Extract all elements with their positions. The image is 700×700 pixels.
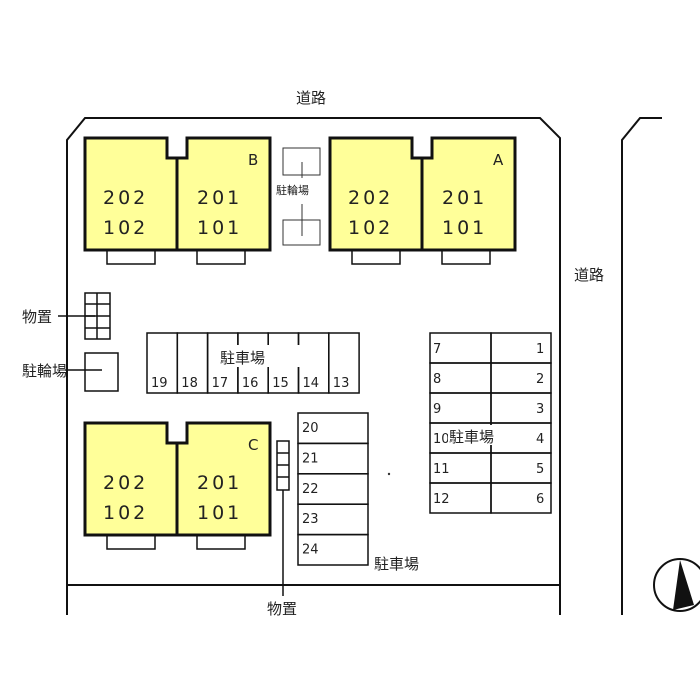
parking-space <box>328 332 360 394</box>
parking-space-number: 2 <box>536 372 544 387</box>
road-edge-right <box>621 117 662 615</box>
parking-space-number: 8 <box>433 372 441 387</box>
building-name: C <box>248 436 258 454</box>
parking-space-number: 21 <box>302 451 319 466</box>
site-boundary <box>66 117 561 615</box>
label-backdrop <box>212 345 317 367</box>
bike-parking-top-label: 駐輪場 <box>276 183 309 197</box>
parking-space-number: 20 <box>302 421 319 436</box>
unit-number-lower: 102 <box>103 217 148 239</box>
parking-lot-right: 7 1 8 2 9 3 10 4 11 5 12 6 駐車場 <box>429 332 552 514</box>
unit-number-upper: 201 <box>442 187 487 209</box>
parking-lot-top: 19 18 17 16 15 14 13 駐車場 <box>146 332 360 394</box>
parking-space-number: 19 <box>151 376 168 391</box>
parking-space-number: 9 <box>433 402 441 417</box>
unit-number-lower: 102 <box>348 217 393 239</box>
parking-space <box>297 533 369 566</box>
unit-number-lower: 101 <box>197 502 242 524</box>
north-arrow-icon <box>653 558 700 612</box>
parking-space-number: 1 <box>536 342 544 357</box>
building-c: C 202 102 201 101 <box>83 421 272 550</box>
parking-space-number: 14 <box>303 376 320 391</box>
label-backdrop <box>448 425 514 445</box>
parking-space-number: 15 <box>272 376 289 391</box>
parking-space-number: 12 <box>433 492 450 507</box>
unit-number-upper: 202 <box>103 187 148 209</box>
unit-number-upper: 202 <box>103 472 148 494</box>
road-label-top: 道路 <box>296 89 326 107</box>
balcony <box>196 249 246 265</box>
parking-space-number: 13 <box>333 376 350 391</box>
storage-left-label: 物置 <box>22 308 52 326</box>
parking-space-number: 5 <box>536 462 544 477</box>
parking-right-label: 駐車場 <box>449 428 494 446</box>
parking-space-number: 4 <box>536 432 544 447</box>
parking-space-number: 18 <box>181 376 198 391</box>
building-name: B <box>248 151 258 169</box>
balcony <box>351 249 401 265</box>
parking-lot-middle: 20 21 22 23 24 駐車場 <box>297 412 419 573</box>
bike-parking-left-label: 駐輪場 <box>22 362 67 380</box>
building-name: A <box>493 151 504 169</box>
building-a: A 202 102 201 101 <box>328 136 517 265</box>
parking-space <box>490 482 552 514</box>
balcony <box>196 534 246 550</box>
unit-number-lower: 101 <box>197 217 242 239</box>
unit-number-upper: 202 <box>348 187 393 209</box>
unit-number-lower: 102 <box>103 502 148 524</box>
unit-number-upper: 201 <box>197 187 242 209</box>
bike-parking-left <box>84 352 119 392</box>
balcony <box>441 249 491 265</box>
balcony <box>106 534 156 550</box>
parking-space-number: 24 <box>302 543 319 558</box>
unit-number-lower: 101 <box>442 217 487 239</box>
dot <box>387 472 391 476</box>
unit-number-upper: 201 <box>197 472 242 494</box>
parking-space-number: 3 <box>536 402 544 417</box>
parking-space-number: 16 <box>242 376 259 391</box>
parking-top-label: 駐車場 <box>220 349 265 367</box>
storage-bottom-label: 物置 <box>267 600 297 618</box>
parking-space-number: 6 <box>536 492 544 507</box>
parking-space-number: 7 <box>433 342 441 357</box>
building-b: B 202 102 201 101 <box>83 136 272 265</box>
parking-space-number: 11 <box>433 462 450 477</box>
parking-space-number: 23 <box>302 512 319 527</box>
parking-space-number: 17 <box>212 376 229 391</box>
balcony <box>106 249 156 265</box>
road-label-right: 道路 <box>574 266 604 284</box>
parking-space-number: 10 <box>433 432 450 447</box>
parking-middle-label: 駐車場 <box>374 555 419 573</box>
parking-space-number: 22 <box>302 482 319 497</box>
